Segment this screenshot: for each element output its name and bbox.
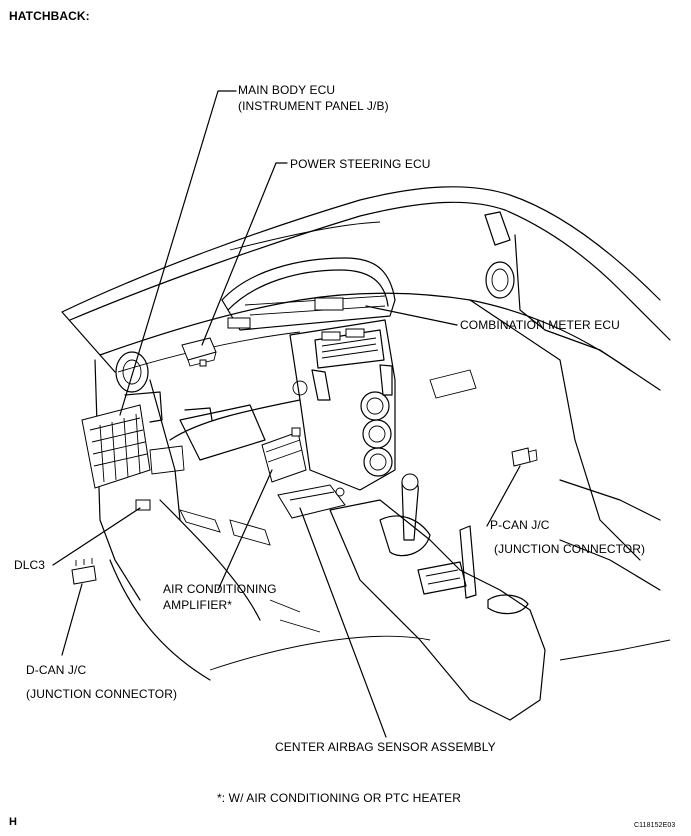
label-power-steering-ecu: POWER STEERING ECU	[290, 157, 431, 171]
leader-air-conditioning-amplifier	[217, 469, 273, 591]
label-dlc3: DLC3	[14, 558, 46, 572]
label-p-can-jc: P-CAN J/C	[490, 518, 550, 532]
figure-title: HATCHBACK:	[9, 9, 90, 23]
leader-d-can-jc	[61, 583, 83, 656]
leader-main-body-ecu	[119, 90, 237, 416]
footnote: *: W/ AIR CONDITIONING OR PTC HEATER	[217, 791, 462, 805]
leader-power-steering-ecu	[201, 162, 288, 346]
leader-dlc3	[52, 507, 141, 566]
label-d-can-jc: D-CAN J/C	[26, 663, 87, 677]
label-amplifier: AMPLIFIER*	[163, 598, 233, 612]
figure-code: C118152E03	[634, 822, 676, 829]
label-combination-meter-ecu: COMBINATION METER ECU	[460, 318, 620, 332]
label-air-conditioning: AIR CONDITIONING	[163, 582, 277, 596]
leader-combination-meter-ecu	[365, 305, 458, 326]
label-p-can-junction-connector: (JUNCTION CONNECTOR)	[494, 542, 646, 556]
leader-center-airbag-sensor	[299, 507, 387, 738]
corner-mark: H	[9, 816, 18, 828]
leader-p-can-jc	[486, 465, 521, 527]
label-instrument-panel-jb: (INSTRUMENT PANEL J/B)	[238, 99, 389, 113]
label-d-can-junction-connector: (JUNCTION CONNECTOR)	[26, 687, 178, 701]
label-center-airbag-sensor-assembly: CENTER AIRBAG SENSOR ASSEMBLY	[275, 740, 496, 754]
label-main-body-ecu: MAIN BODY ECU	[238, 83, 336, 97]
